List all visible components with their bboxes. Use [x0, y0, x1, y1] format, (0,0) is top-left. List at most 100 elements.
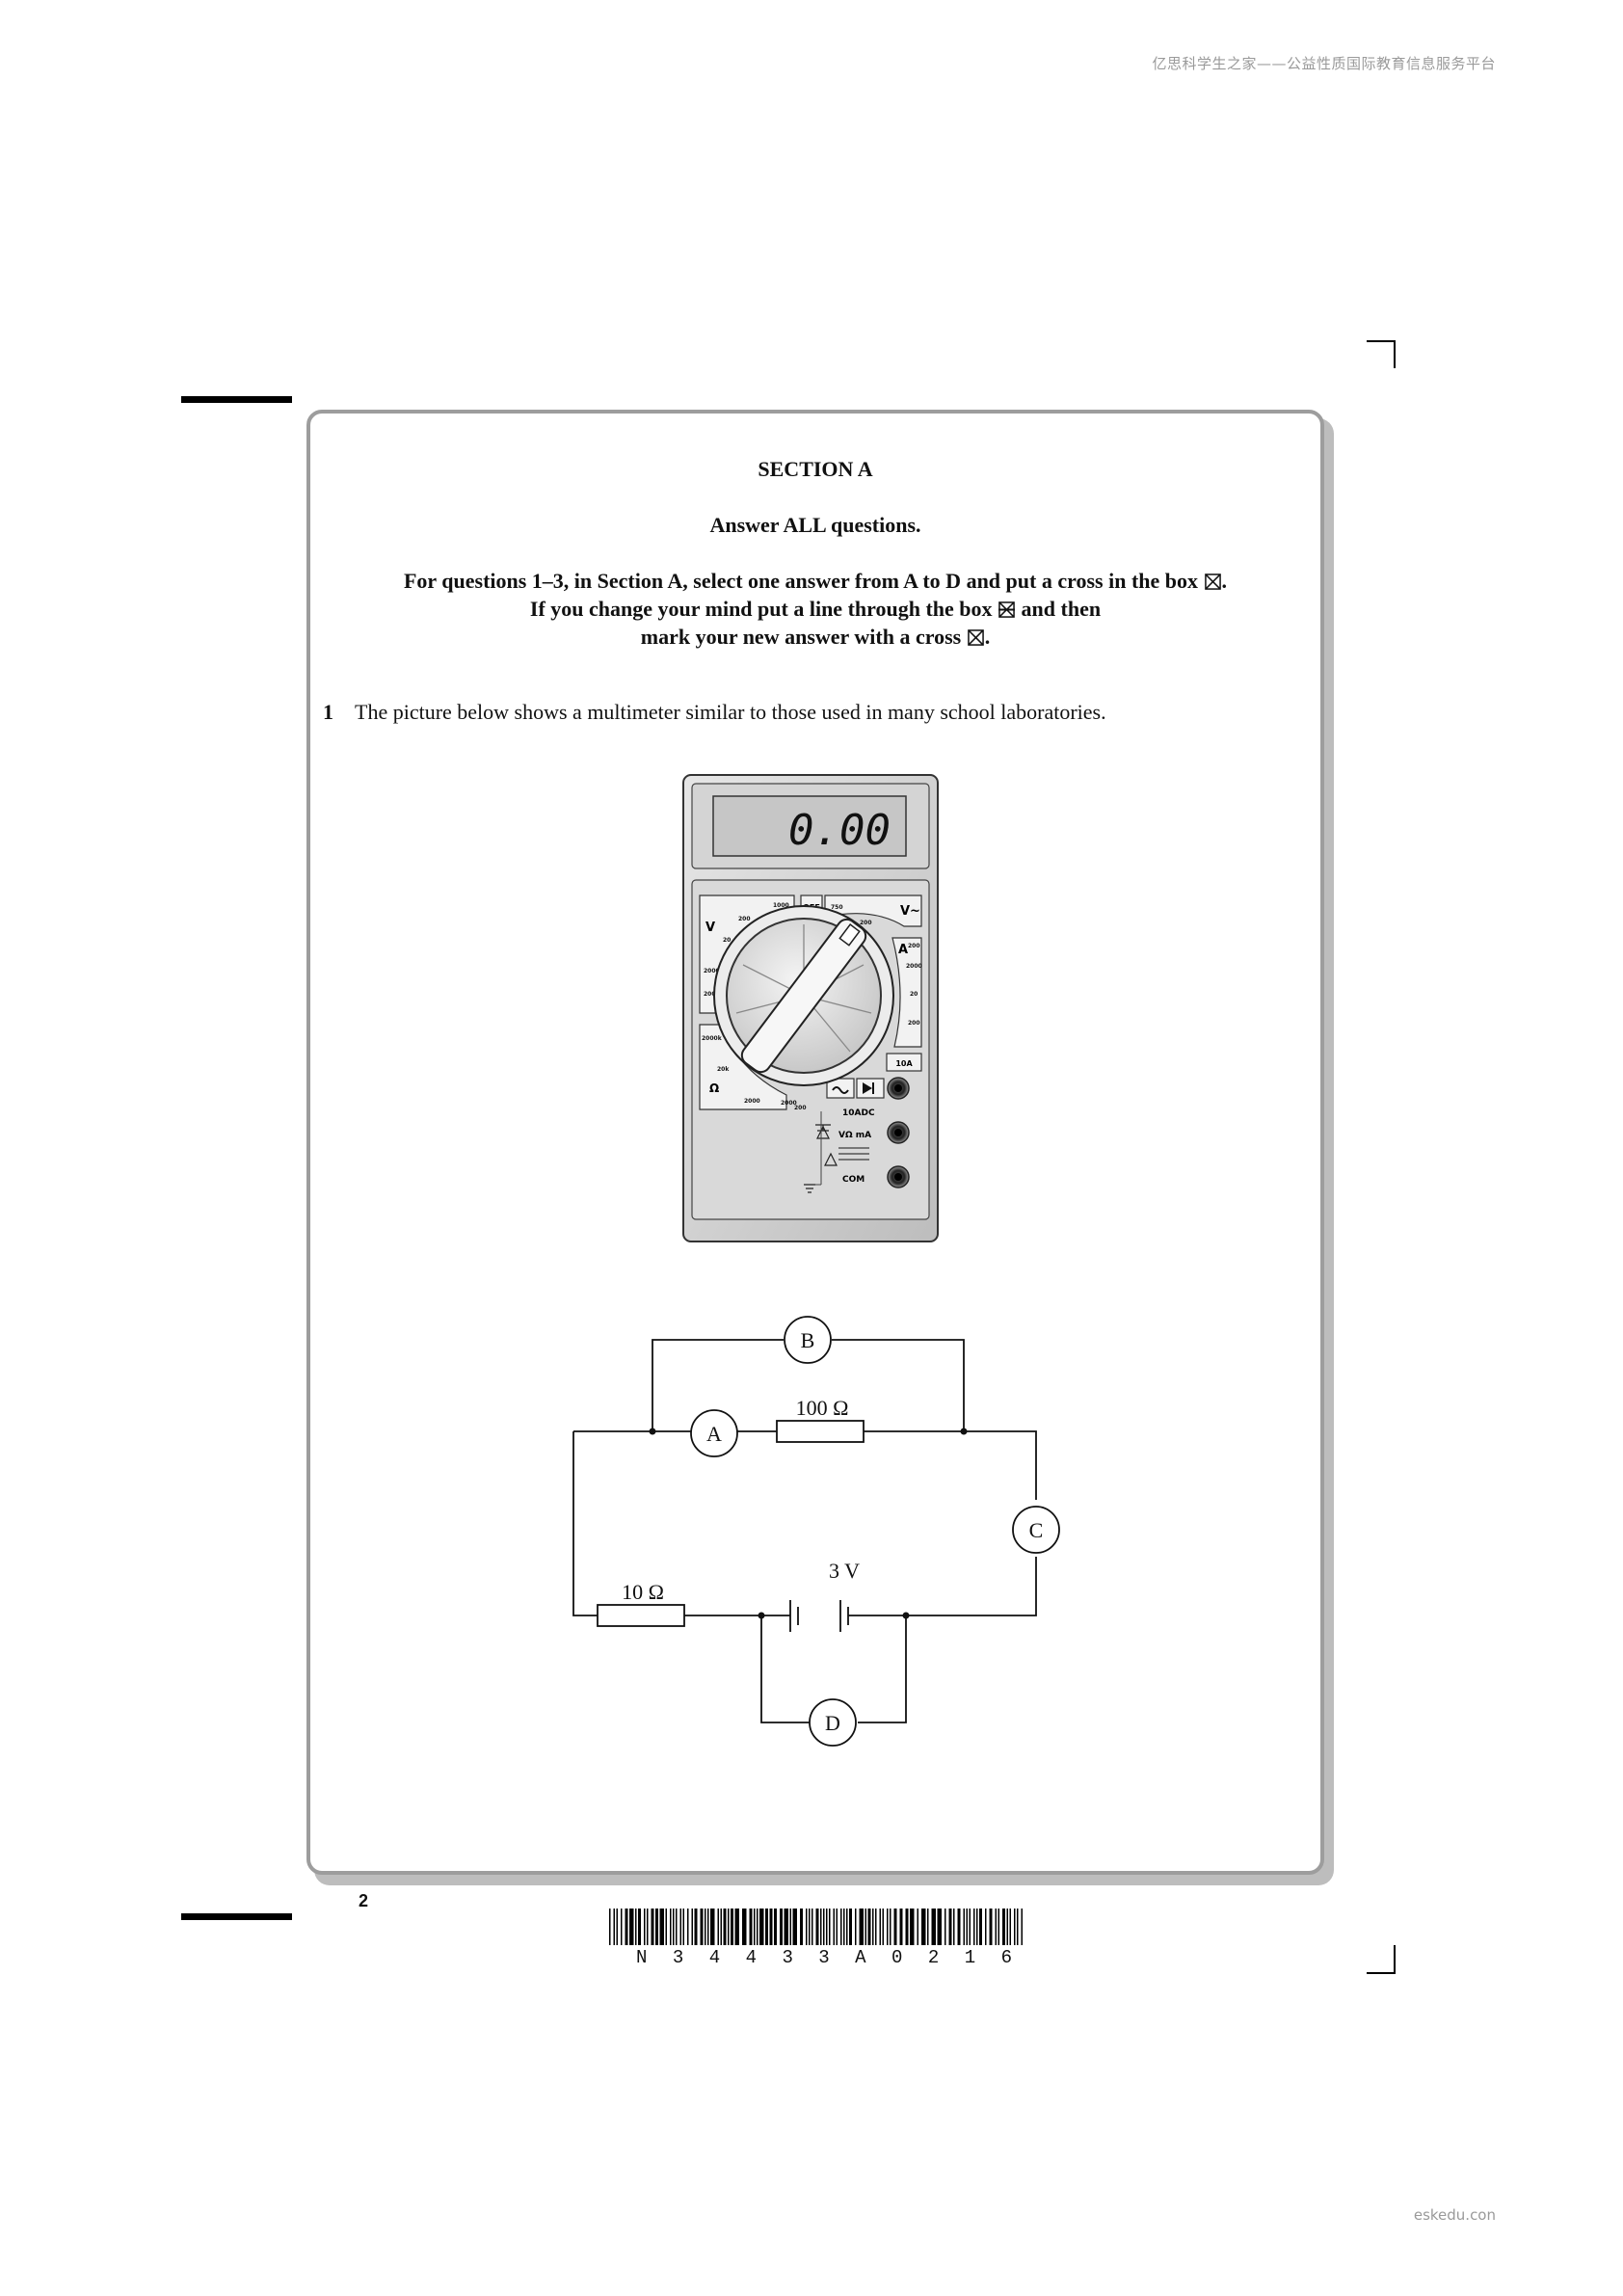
barcode-bar	[765, 1909, 768, 1945]
barcode-char: N	[636, 1947, 648, 1968]
diode-icon	[863, 1082, 872, 1094]
range-label: 1000	[773, 902, 789, 909]
barcode-bar	[638, 1909, 641, 1945]
crossed-box-icon	[967, 629, 984, 646]
barcode-bar	[625, 1909, 628, 1945]
barcode-bar	[887, 1909, 889, 1945]
dcv-symbol: V	[705, 921, 715, 935]
barcode-bar	[937, 1909, 942, 1945]
barcode-char: 1	[964, 1947, 976, 1968]
barcode-bar	[840, 1909, 842, 1945]
barcode-bar	[670, 1909, 672, 1945]
range-label: 2000	[744, 1098, 760, 1105]
barcode-bar	[717, 1909, 719, 1945]
label-c: C	[1029, 1518, 1044, 1542]
barcode-bar	[784, 1909, 788, 1945]
barcode-bar	[710, 1909, 715, 1945]
range-label: 2000	[906, 963, 922, 970]
answer-all-instruction: Answer ALL questions.	[709, 513, 921, 537]
barcode-bar	[917, 1909, 918, 1945]
barcode-bar	[910, 1909, 915, 1945]
amp-range-bezel	[891, 937, 922, 1048]
barcode-bar	[836, 1909, 838, 1945]
barcode-bar	[749, 1909, 753, 1945]
resistor-100-ohm	[776, 1420, 865, 1443]
barcode-bar	[812, 1909, 813, 1945]
barcode-bar	[682, 1909, 684, 1945]
barcode-bar	[809, 1909, 811, 1945]
acv-symbol: V~	[900, 904, 920, 919]
barcode-bar	[687, 1909, 689, 1945]
ohm-symbol: Ω	[709, 1081, 719, 1095]
barcode-char: 3	[782, 1947, 793, 1968]
question-text: The picture below shows a multimeter sim…	[355, 700, 1106, 724]
barcode-bar	[823, 1909, 825, 1945]
instruction-line-1-period: .	[1221, 569, 1228, 593]
meter-position-c	[1012, 1506, 1060, 1554]
barcode-bar	[843, 1909, 845, 1945]
barcode-bar	[780, 1909, 783, 1945]
page-number: 2	[359, 1891, 369, 1910]
barcode-bar	[665, 1909, 667, 1945]
barcode-bar	[723, 1909, 727, 1945]
barcode-bar	[707, 1909, 709, 1945]
barcode-bar	[720, 1909, 722, 1945]
lcd-reading: 0.00	[788, 806, 891, 855]
range-label: 200	[908, 1020, 920, 1027]
barcode-bar	[679, 1909, 681, 1945]
range-label: 200	[794, 1105, 807, 1111]
barcode-char: 0	[891, 1947, 903, 1968]
barcode-bar	[616, 1909, 618, 1945]
barcode-bar	[1009, 1909, 1011, 1945]
barcode-bar	[882, 1909, 884, 1945]
barcode-bar	[815, 1909, 819, 1945]
instruction-line-2-text-a: If you change your mind put a line throu…	[529, 597, 993, 621]
range-label: 2000	[781, 1100, 797, 1107]
wire-right	[964, 1430, 1037, 1500]
ground-icon	[804, 1184, 815, 1193]
barcode-bar	[694, 1909, 698, 1945]
barcode-bar	[969, 1909, 971, 1945]
barcode-bar	[966, 1909, 968, 1945]
barcode-bar	[820, 1909, 822, 1945]
continuity-icon	[832, 1086, 849, 1094]
barcode-bar	[833, 1909, 835, 1945]
wire-b-left	[652, 1339, 784, 1431]
meter-position-b	[784, 1316, 832, 1364]
barcode-char: 4	[708, 1947, 721, 1968]
crossed-box-icon	[1204, 574, 1221, 590]
resistor-10-ohm	[597, 1604, 685, 1627]
barcode-bar	[635, 1909, 637, 1945]
label-d: D	[825, 1711, 840, 1735]
range-label: 200	[738, 916, 751, 922]
range-label: 20	[910, 991, 918, 998]
warning-icon	[816, 1125, 830, 1139]
crop-mark-top-v	[1394, 340, 1396, 368]
barcode	[609, 1909, 1023, 1945]
wire-bottom-right	[848, 1557, 1037, 1616]
watermark-top: 亿思科学生之家——公益性质国际教育信息服务平台	[1152, 55, 1496, 72]
barcode-bar	[875, 1909, 877, 1945]
crop-mark-top-h	[1367, 340, 1396, 342]
range-label: 20	[723, 937, 731, 944]
barcode-bar	[826, 1909, 828, 1945]
barcode-bar	[953, 1909, 955, 1945]
barcode-bar	[792, 1909, 797, 1945]
multimeter-illustration: 0.00 OFF V~ V A Ω 10A 1000 750 200 200 2…	[682, 774, 939, 1242]
barcode-bar	[846, 1909, 848, 1945]
barcode-bar	[927, 1909, 929, 1945]
instruction-line-3-period: .	[984, 625, 991, 649]
barcode-bar	[757, 1909, 758, 1945]
barcode-bar	[948, 1909, 952, 1945]
rotary-pointer	[740, 918, 867, 1074]
ten-adc-label: 10ADC	[842, 1108, 875, 1118]
range-label: 20k	[717, 1066, 730, 1073]
barcode-bar	[621, 1909, 623, 1945]
barcode-char: 4	[745, 1947, 757, 1968]
instruction-line-3-text: mark your new answer with a cross	[640, 625, 962, 649]
barcode-bar	[979, 1909, 982, 1945]
barcode-bar	[872, 1909, 874, 1945]
barcode-bar	[742, 1909, 747, 1945]
margin-bar-top	[181, 396, 292, 403]
range-label: 2000	[704, 968, 720, 974]
